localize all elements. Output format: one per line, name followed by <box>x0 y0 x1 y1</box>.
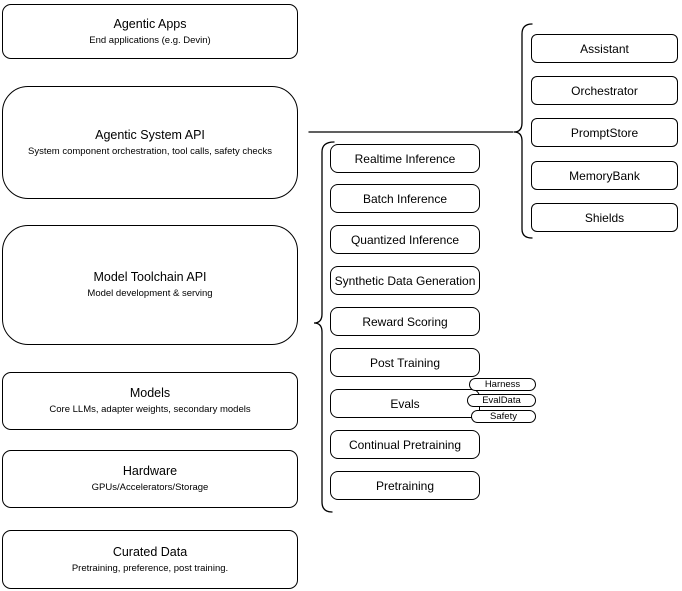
box-subtitle: Model development & serving <box>87 288 213 299</box>
box-label: Shields <box>584 210 625 225</box>
box-subtitle: Core LLMs, adapter weights, secondary mo… <box>49 404 251 415</box>
box-subtitle: System component orchestration, tool cal… <box>28 145 272 157</box>
box-models: Models Core LLMs, adapter weights, secon… <box>2 372 298 430</box>
box-title: Agentic System API <box>95 127 205 142</box>
box-subtitle: Pretraining, preference, post training. <box>71 562 229 574</box>
box-label: Continual Pretraining <box>348 437 462 452</box>
box-label: Synthetic Data Generation <box>334 273 476 288</box>
box-assistant: Assistant <box>531 34 678 63</box>
box-orchestrator: Orchestrator <box>531 76 678 105</box>
box-model-toolchain-api: Model Toolchain API Model development & … <box>2 225 298 345</box>
box-subtitle: End applications (e.g. Devin) <box>89 34 211 46</box>
box-promptstore: PromptStore <box>531 118 678 147</box>
box-memorybank: MemoryBank <box>531 161 678 190</box>
box-title: Model Toolchain API <box>93 270 207 284</box>
box-label: Realtime Inference <box>354 151 456 166</box>
box-title: Hardware <box>122 464 178 478</box>
box-title: Curated Data <box>112 544 188 559</box>
box-label: Batch Inference <box>362 191 448 206</box>
pill-label: Safety <box>490 411 517 422</box>
box-pretraining: Pretraining <box>330 471 480 500</box>
box-label: Quantized Inference <box>350 232 460 247</box>
box-title: Agentic Apps <box>113 16 187 31</box>
box-label: Evals <box>390 396 420 411</box>
box-evals: Evals <box>330 389 480 418</box>
box-continual-pretraining: Continual Pretraining <box>330 430 480 459</box>
pill-evaldata: EvalData <box>467 394 536 407</box>
box-label: Assistant <box>580 41 629 56</box>
box-shields: Shields <box>531 203 678 232</box>
box-label: Orchestrator <box>571 83 638 98</box>
pill-safety: Safety <box>471 410 536 423</box>
box-quantized-inference: Quantized Inference <box>330 225 480 254</box>
pill-label: Harness <box>484 379 521 390</box>
box-synthetic-data-generation: Synthetic Data Generation <box>330 266 480 295</box>
box-agentic-apps: Agentic Apps End applications (e.g. Devi… <box>2 4 298 59</box>
box-label: MemoryBank <box>569 168 640 183</box>
box-batch-inference: Batch Inference <box>330 184 480 213</box>
box-label: Reward Scoring <box>362 314 448 329</box>
box-post-training: Post Training <box>330 348 480 377</box>
pill-label: EvalData <box>482 395 521 406</box>
box-label: PromptStore <box>570 125 639 140</box>
box-label: Pretraining <box>375 478 435 493</box>
box-curated-data: Curated Data Pretraining, preference, po… <box>2 530 298 589</box>
box-title: Models <box>129 386 171 400</box>
pill-harness: Harness <box>469 378 536 391</box>
box-agentic-system-api: Agentic System API System component orch… <box>2 86 298 199</box>
box-label: Post Training <box>369 355 441 370</box>
box-realtime-inference: Realtime Inference <box>330 144 480 173</box>
box-subtitle: GPUs/Accelerators/Storage <box>91 482 209 493</box>
box-hardware: Hardware GPUs/Accelerators/Storage <box>2 450 298 508</box>
system-group-brace <box>513 23 533 239</box>
box-reward-scoring: Reward Scoring <box>330 307 480 336</box>
